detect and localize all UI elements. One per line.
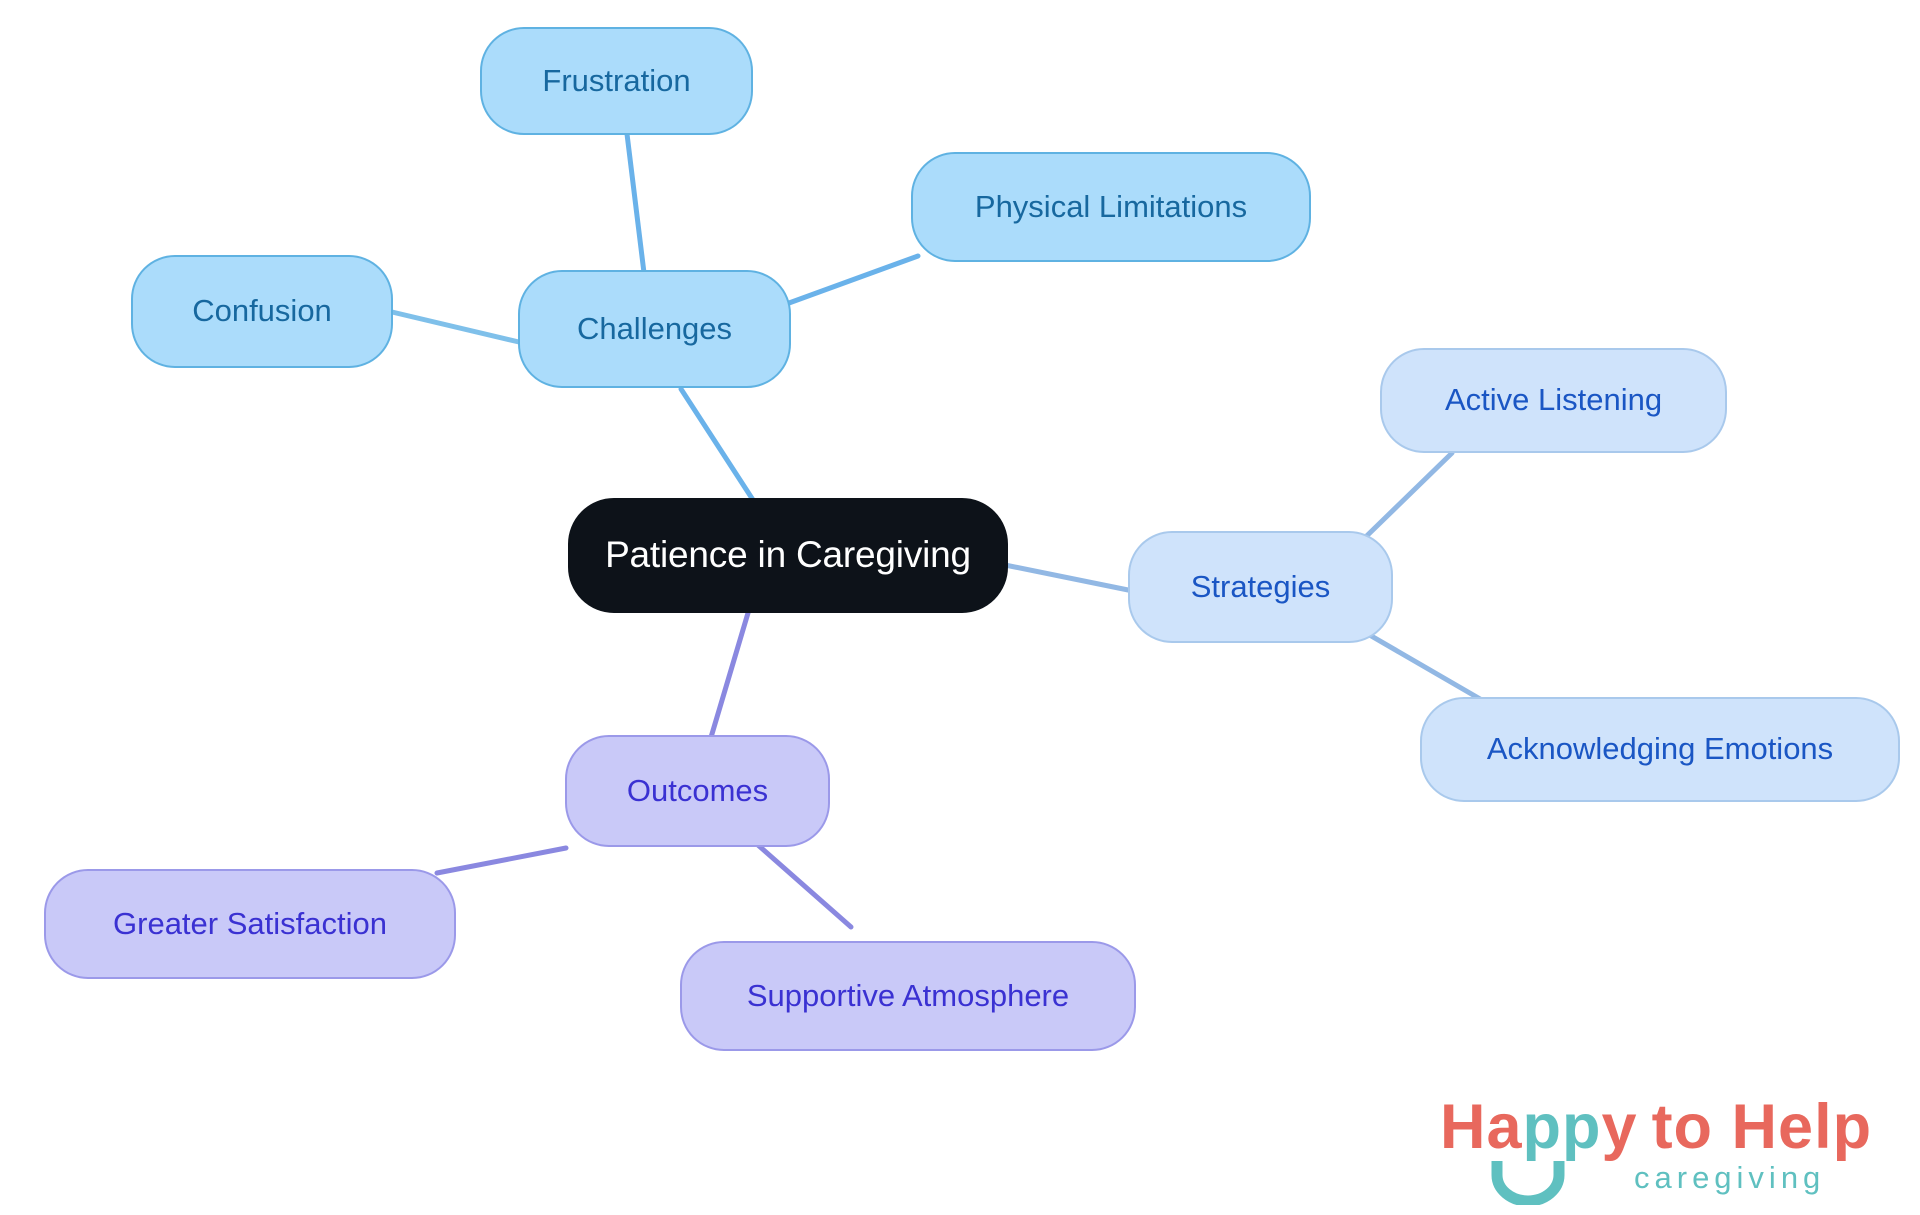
node-leaf-frustration[interactable]: Frustration	[480, 27, 753, 135]
node-leaf-acknowledging-emotions[interactable]: Acknowledging Emotions	[1420, 697, 1900, 802]
node-leaf-frustration-label: Frustration	[542, 62, 691, 98]
node-leaf-active-listening-label: Active Listening	[1444, 382, 1663, 418]
edge-outcomes-supportive-atmosphere	[747, 835, 854, 930]
node-leaf-supportive-atmosphere-label: Supportive Atmosphere	[746, 977, 1070, 1013]
node-leaf-physical-limitations-label: Physical Limitations	[974, 188, 1248, 224]
edge-challenges-confusion	[389, 309, 522, 345]
edge-challenges-frustration	[624, 131, 648, 284]
edge-root-strategies	[1002, 562, 1141, 595]
node-leaf-greater-satisfaction[interactable]: Greater Satisfaction	[44, 869, 456, 979]
node-branch-challenges-label: Challenges	[576, 310, 733, 346]
edge-root-challenges	[678, 386, 758, 506]
node-leaf-greater-satisfaction-label: Greater Satisfaction	[113, 905, 387, 941]
node-root[interactable]: Patience in Caregiving	[568, 498, 1008, 613]
node-branch-outcomes-label: Outcomes	[626, 772, 769, 808]
edge-root-outcomes	[706, 610, 751, 747]
node-root-label: Patience in Caregiving	[605, 534, 971, 576]
logo-happy-pp: pp	[1522, 1092, 1602, 1162]
node-leaf-acknowledging-emotions-label: Acknowledging Emotions	[1486, 731, 1834, 767]
node-leaf-confusion-label: Confusion	[192, 293, 332, 329]
node-leaf-active-listening[interactable]: Active Listening	[1380, 348, 1727, 453]
logo-happy-suffix: y	[1601, 1092, 1638, 1162]
node-leaf-supportive-atmosphere[interactable]: Supportive Atmosphere	[680, 941, 1136, 1051]
logo-tagline: caregiving	[1634, 1160, 1826, 1195]
node-leaf-physical-limitations[interactable]: Physical Limitations	[911, 152, 1311, 262]
node-branch-strategies-label: Strategies	[1190, 568, 1331, 604]
node-branch-strategies[interactable]: Strategies	[1128, 531, 1393, 643]
edge-challenges-physical-limitations	[786, 253, 921, 306]
logo-happy-prefix: Ha	[1440, 1092, 1523, 1162]
edge-outcomes-greater-satisfaction	[434, 845, 569, 876]
smile-icon	[1491, 1161, 1565, 1205]
node-branch-challenges[interactable]: Challenges	[518, 270, 791, 388]
logo-to-help: to Help	[1651, 1092, 1873, 1162]
node-branch-outcomes[interactable]: Outcomes	[565, 735, 830, 847]
node-leaf-confusion[interactable]: Confusion	[131, 255, 393, 368]
